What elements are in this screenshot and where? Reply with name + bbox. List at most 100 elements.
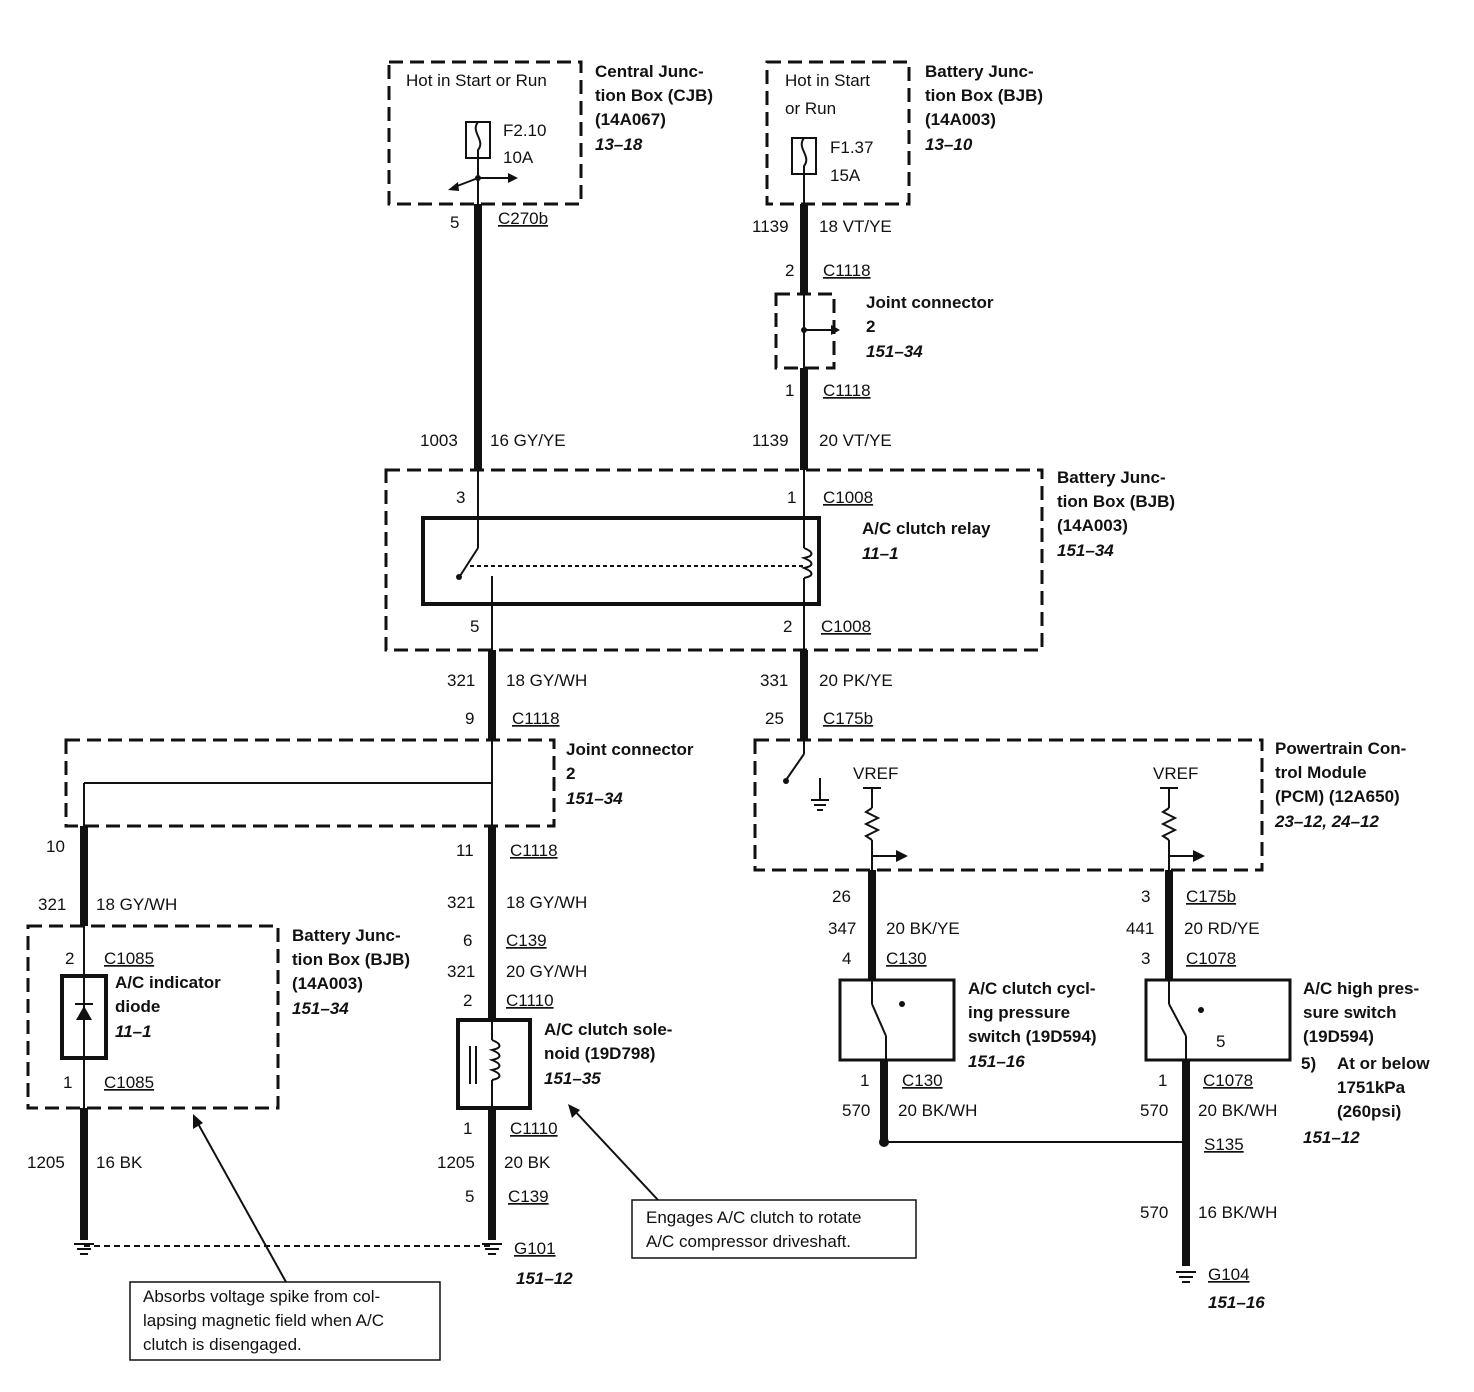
label-c1078-a: C1078 xyxy=(1186,949,1236,968)
joint-top-ref: 151–34 xyxy=(866,342,923,361)
label-c1085-b: C1085 xyxy=(104,1073,154,1092)
label-3-b: 3 xyxy=(1141,887,1150,906)
bjb-top-hot-1: Hot in Start xyxy=(785,71,870,90)
bjb-top-hot-2: or Run xyxy=(785,99,836,118)
bjb-diode-title-1: Battery Junc- xyxy=(292,926,401,945)
label-1-b: 1 xyxy=(787,488,796,507)
label-c1085-a: C1085 xyxy=(104,949,154,968)
label-g101: G101 xyxy=(514,1239,556,1258)
label-20-bk-wh-b: 20 BK/WH xyxy=(1198,1101,1277,1120)
bjb-relay-border xyxy=(384,468,1044,652)
label-c1118-b: C1118 xyxy=(823,381,871,400)
label-c175b-a: C175b xyxy=(823,709,873,728)
cjb-title-1: Central Junc- xyxy=(595,62,704,81)
pcm-title-3: (PCM) (12A650) xyxy=(1275,787,1400,806)
ac-high-pressure-switch: 5 A/C high pres- sure switch (19D594) 5)… xyxy=(1144,978,1430,1147)
cjb-border xyxy=(387,60,583,206)
bjb-top-amps-label: 15A xyxy=(830,166,861,185)
callout-absorb-arrow-icon xyxy=(193,1114,203,1129)
cycling-switch-box xyxy=(838,978,956,1062)
label-10: 10 xyxy=(46,837,65,856)
battery-junction-box-diode: 2 C1085 A/C indicator diode 11–1 1 C1085… xyxy=(26,924,410,1110)
label-20-gy-wh: 20 GY/WH xyxy=(506,962,587,981)
joint-mid-title-1: Joint connector xyxy=(566,740,694,759)
label-c1078-b: C1078 xyxy=(1203,1071,1253,1090)
joint-mid-title-2: 2 xyxy=(566,764,575,783)
label-321-c: 321 xyxy=(38,895,66,914)
pcm-title-1: Powertrain Con- xyxy=(1275,739,1406,758)
label-570-a: 570 xyxy=(842,1101,870,1120)
bjb-relay-title-1: Battery Junc- xyxy=(1057,468,1166,487)
solenoid-title-1: A/C clutch sole- xyxy=(544,1020,672,1039)
relay-coil-icon xyxy=(800,547,813,579)
ground-left-icon xyxy=(74,1243,94,1255)
label-c1110-a: C1110 xyxy=(506,991,554,1010)
bjb-diode-title-2: tion Box (BJB) xyxy=(292,950,410,969)
high-title-2: sure switch xyxy=(1303,1003,1397,1022)
label-20-pk-ye: 20 PK/YE xyxy=(819,671,893,690)
label-20-rd-ye: 20 RD/YE xyxy=(1184,919,1260,938)
label-3-c: 3 xyxy=(1141,949,1150,968)
callout-engage-arrow-icon xyxy=(568,1104,580,1118)
label-g101-ref: 151–12 xyxy=(516,1269,573,1288)
high-title-3: (19D594) xyxy=(1303,1027,1374,1046)
label-1003: 1003 xyxy=(420,431,458,450)
pcm-border xyxy=(753,738,1264,872)
bjb-top-border xyxy=(765,60,911,206)
label-5-b: 5 xyxy=(470,617,479,636)
label-c1118-d: C1118 xyxy=(510,841,558,860)
relay-ref: 11–1 xyxy=(862,544,899,563)
diode-icon xyxy=(76,1006,92,1020)
ac-clutch-relay-box xyxy=(421,516,821,606)
relay-label: A/C clutch relay xyxy=(862,519,991,538)
label-s135: S135 xyxy=(1204,1135,1244,1154)
ground-g104-icon xyxy=(1176,1271,1196,1283)
label-9: 9 xyxy=(465,709,474,728)
solenoid-ref: 151–35 xyxy=(544,1069,601,1088)
callout-engage: Engages A/C clutch to rotate A/C compres… xyxy=(568,1104,917,1259)
label-2-a: 2 xyxy=(785,261,794,280)
label-c139-a: C139 xyxy=(506,931,547,950)
label-c130-b: C130 xyxy=(902,1071,943,1090)
label-20-bk-wh-a: 20 BK/WH xyxy=(898,1101,977,1120)
label-g104-ref: 151–16 xyxy=(1208,1293,1265,1312)
label-2-b: 2 xyxy=(783,617,792,636)
label-3: 3 xyxy=(456,488,465,507)
label-5-c: 5 xyxy=(465,1187,474,1206)
label-2-c: 2 xyxy=(463,991,472,1010)
label-16-gy-ye: 16 GY/YE xyxy=(490,431,566,450)
arrow-right-icon xyxy=(508,173,518,183)
high-note-2: 1751kPa xyxy=(1337,1078,1406,1097)
cjb-title-2: tion Box (CJB) xyxy=(595,86,713,105)
cjb-title-3: (14A067) xyxy=(595,110,666,129)
label-16-bk: 16 BK xyxy=(96,1153,143,1172)
bjb-relay-title-3: (14A003) xyxy=(1057,516,1128,535)
label-c1008-b: C1008 xyxy=(821,617,871,636)
pcm-ref: 23–12, 24–12 xyxy=(1274,812,1380,831)
joint-arrow-icon xyxy=(831,325,840,335)
callout-absorb-box xyxy=(129,1281,441,1361)
label-4: 4 xyxy=(842,949,851,968)
bjb-top-title-2: tion Box (BJB) xyxy=(925,86,1043,105)
pcm-vref-2: VREF xyxy=(1153,764,1198,783)
label-1205-b: 1205 xyxy=(437,1153,475,1172)
label-331: 331 xyxy=(760,671,788,690)
label-26: 26 xyxy=(832,887,851,906)
label-441: 441 xyxy=(1126,919,1154,938)
label-321-a: 321 xyxy=(447,671,475,690)
label-1-c: 1 xyxy=(63,1073,72,1092)
label-6: 6 xyxy=(463,931,472,950)
label-1205-a: 1205 xyxy=(27,1153,65,1172)
label-c1110-b: C1110 xyxy=(510,1119,558,1138)
bjb-top-fuse-label: F1.37 xyxy=(830,138,873,157)
label-20-bk-ye: 20 BK/YE xyxy=(886,919,960,938)
joint-connector-middle: Joint connector 2 151–34 xyxy=(64,738,694,828)
callout-engage-line-1: Engages A/C clutch to rotate xyxy=(646,1208,861,1227)
label-1-a: 1 xyxy=(785,381,794,400)
label-c1118-a: C1118 xyxy=(823,261,871,280)
joint-top-title-2: 2 xyxy=(866,317,875,336)
callout-engage-line-2: A/C compressor driveshaft. xyxy=(646,1232,851,1251)
label-20-bk: 20 BK xyxy=(504,1153,551,1172)
joint-mid-border xyxy=(64,738,556,828)
diode-label-1: A/C indicator xyxy=(115,973,221,992)
